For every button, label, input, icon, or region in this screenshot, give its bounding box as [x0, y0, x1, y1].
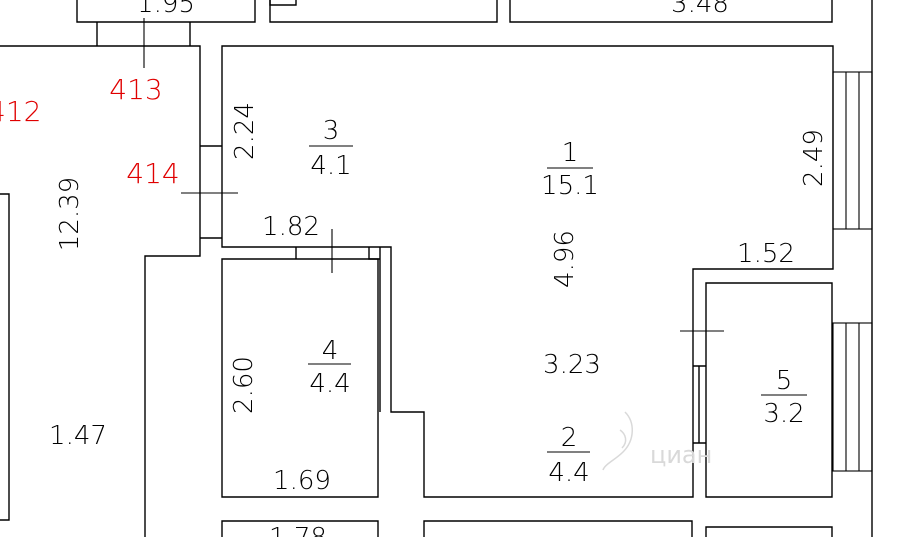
- room-5-walls: [680, 282, 833, 498]
- room-5-top: 1.52: [737, 239, 795, 269]
- flat-outline: [200, 45, 834, 498]
- room-3-area: 4.1: [310, 151, 351, 181]
- flat-number-413: 413: [109, 73, 162, 106]
- room-5-area: 3.2: [763, 399, 804, 429]
- fraction-bars: [308, 145, 807, 453]
- room-4-number: 4: [322, 336, 339, 366]
- room-3-number: 3: [323, 116, 340, 146]
- exterior-wall-windows: [832, 0, 873, 537]
- flat-number-414: 414: [126, 157, 179, 190]
- flat-number-412: 412: [0, 95, 41, 128]
- room-2-area: 4.4: [548, 458, 589, 488]
- corridor-width: 1.47: [49, 421, 107, 451]
- room-4-bottom: 1.69: [273, 466, 331, 496]
- corridor-length: 12.39: [55, 177, 85, 251]
- label-top-right: 3.48: [671, 0, 729, 19]
- corridor-walls: [0, 18, 238, 537]
- hall-width: 1.82: [262, 212, 320, 242]
- room-5-number: 5: [776, 366, 793, 396]
- room-1-area: 15.1: [541, 171, 599, 201]
- room-2-dimension: 3.23: [543, 350, 601, 380]
- watermark: циан: [602, 411, 712, 471]
- watermark-text: циан: [650, 441, 712, 469]
- room-4-area: 4.4: [309, 369, 350, 399]
- room-1-depth: 4.96: [550, 230, 580, 288]
- room-1-window-wall: 2.49: [799, 129, 829, 187]
- room-4-side: 2.60: [229, 356, 259, 414]
- label-top-left: 1.95: [137, 0, 195, 19]
- top-partial-rooms: [76, 0, 833, 46]
- bottom-partial-rooms: [221, 520, 833, 537]
- room-2-number: 2: [561, 423, 578, 453]
- room-3-dimension: 2.24: [230, 102, 260, 160]
- room-4-walls: [221, 258, 379, 498]
- room-1-number: 1: [562, 138, 579, 168]
- label-bottom-partial: 1.78: [269, 523, 327, 537]
